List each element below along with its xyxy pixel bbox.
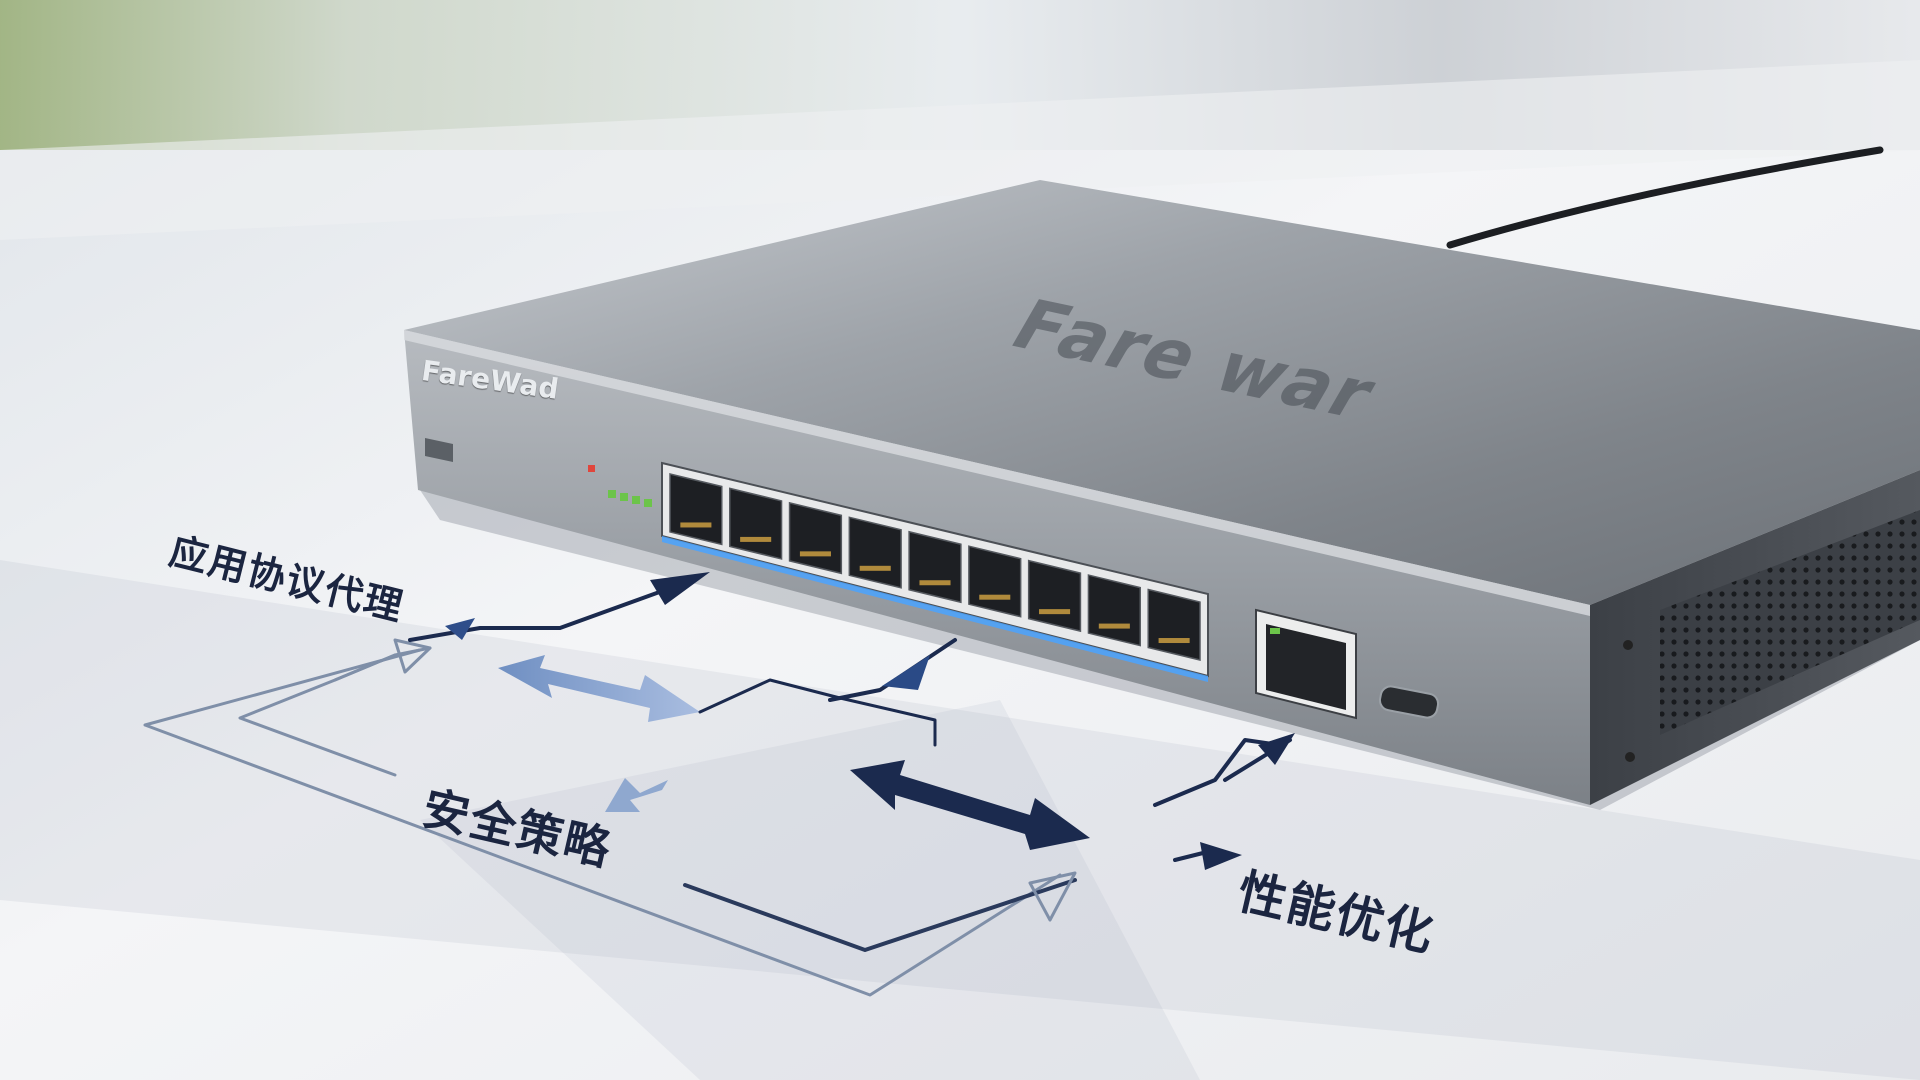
ethernet-port <box>729 487 783 560</box>
ethernet-port-pins <box>1039 609 1071 615</box>
ethernet-port <box>1027 559 1082 633</box>
ethernet-port <box>968 545 1022 618</box>
ethernet-port-pins <box>979 594 1011 600</box>
switch-top <box>404 180 1920 605</box>
ethernet-port <box>908 530 962 604</box>
uplink-port <box>1255 608 1357 720</box>
ethernet-port-pins <box>740 536 772 542</box>
ethernet-port <box>1087 574 1141 647</box>
ethernet-port-pins <box>799 551 831 557</box>
ethernet-ports <box>669 473 1201 661</box>
ethernet-port <box>848 516 902 589</box>
ethernet-port-pins <box>919 580 951 586</box>
ethernet-port-pins <box>859 565 891 571</box>
ethernet-port-pins <box>1098 623 1130 629</box>
flow-diagram <box>143 572 1295 997</box>
ethernet-port-pins <box>1158 638 1190 644</box>
ethernet-port-pins <box>680 522 712 528</box>
status-leds <box>588 465 652 507</box>
ethernet-port <box>669 473 723 546</box>
ethernet-port <box>788 501 843 575</box>
usb-port <box>1378 685 1440 719</box>
ethernet-port <box>1147 588 1201 661</box>
